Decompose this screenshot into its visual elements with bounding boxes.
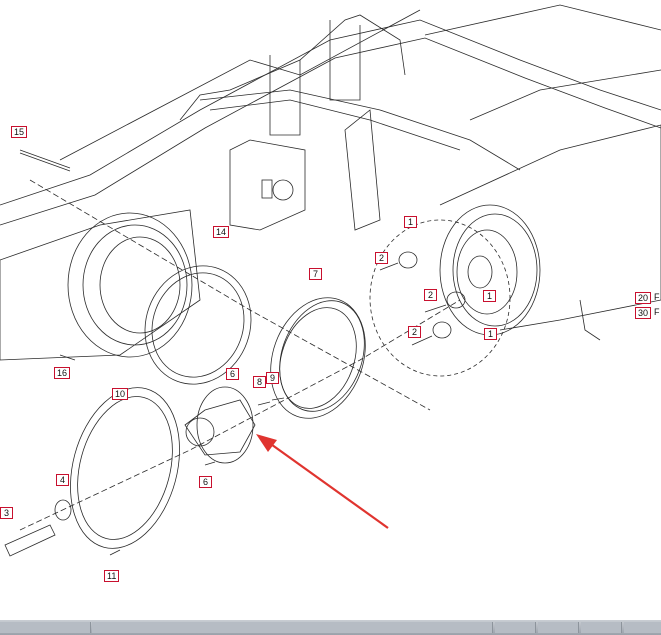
callout-16: 16 — [54, 367, 71, 379]
flange-ring — [70, 387, 180, 549]
callout-9: 9 — [266, 372, 279, 384]
gasket-ring — [144, 265, 252, 385]
callout-14: 14 — [213, 226, 230, 238]
callout-3: 3 — [0, 507, 13, 519]
drum — [439, 124, 661, 331]
callout-20: 20 — [635, 292, 652, 304]
callout-1-top: 1 — [404, 216, 417, 228]
callout-15: 15 — [11, 126, 28, 138]
long-bolt — [4, 524, 56, 557]
bottom-toolbar — [0, 620, 661, 635]
red-arrow-icon — [256, 434, 389, 529]
callout-11: 11 — [104, 570, 120, 582]
callout-2-middle: 2 — [424, 289, 437, 301]
callout-1-lower: 1 — [484, 328, 497, 340]
callout-2-upper: 2 — [375, 252, 388, 264]
left-housing — [0, 209, 201, 361]
callout-30: 30 — [635, 307, 652, 319]
edge-letter-30: F — [654, 307, 660, 317]
bearing-ring — [270, 297, 366, 419]
callout-6-lower: 6 — [199, 476, 212, 488]
callout-2-lower: 2 — [408, 326, 421, 338]
callout-7: 7 — [309, 268, 322, 280]
drive-hub — [196, 386, 254, 464]
callout-10: 10 — [112, 388, 129, 400]
callout-6-upper: 6 — [226, 368, 239, 380]
callout-8: 8 — [253, 376, 266, 388]
callout-1-middle: 1 — [483, 290, 496, 302]
edge-letter-20: F — [654, 292, 660, 302]
callout-4: 4 — [56, 474, 69, 486]
side-plate — [229, 139, 306, 231]
chassis-frame — [0, 19, 661, 206]
